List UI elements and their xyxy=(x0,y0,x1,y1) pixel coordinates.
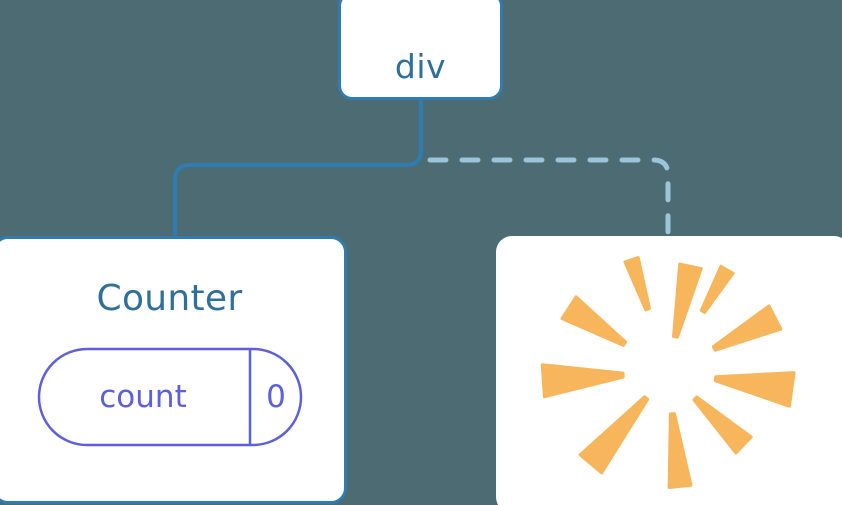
state-pill[interactable]: count 0 xyxy=(37,347,303,447)
ray-n xyxy=(672,262,703,339)
ray-nnw xyxy=(623,256,651,312)
node-div[interactable]: div xyxy=(338,0,503,100)
ray-ssw xyxy=(578,395,650,475)
node-counter-label: Counter xyxy=(96,278,243,319)
ray-wnw xyxy=(560,295,627,347)
ray-nne xyxy=(699,264,735,314)
ray-ne xyxy=(711,304,783,352)
state-pill-shape xyxy=(37,347,302,447)
state-key-label: count xyxy=(99,378,187,415)
node-sparkle[interactable] xyxy=(496,236,842,505)
sparkle-burst-icon xyxy=(540,256,796,489)
ray-w xyxy=(540,363,625,399)
node-counter[interactable]: Counter count 0 xyxy=(0,236,347,504)
connector-div-to-counter xyxy=(173,98,423,240)
connector-div-to-sparkle xyxy=(427,157,671,243)
ray-s xyxy=(667,412,693,489)
state-value-label: 0 xyxy=(266,378,286,415)
ray-ese xyxy=(692,395,753,455)
ray-e xyxy=(713,371,796,408)
node-div-label: div xyxy=(394,47,447,86)
